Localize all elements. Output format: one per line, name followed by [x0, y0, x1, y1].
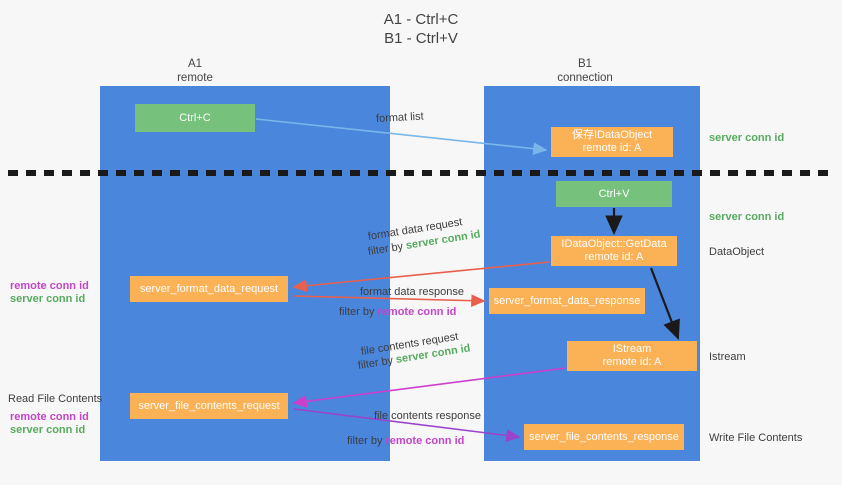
node-idataobject-getdata-sublabel: remote id: A [584, 251, 644, 263]
column-header-a1-name: A1 [187, 58, 203, 70]
node-save-idataobject[interactable]: 保存IDataObject remote id: A [551, 127, 673, 157]
left-label-server-conn-id-2: server conn id [10, 424, 86, 436]
node-server-format-data-request[interactable]: server_format_data_request [130, 276, 288, 302]
node-idataobject-getdata[interactable]: IDataObject::GetData remote id: A [551, 236, 677, 266]
node-server-file-contents-response-label: server_file_contents_response [529, 430, 679, 443]
left-label-remote-conn-id-1: remote conn id [10, 280, 89, 292]
left-label-remote-conn-id-2: remote conn id [10, 411, 89, 423]
edge-label-format-list: format list [375, 110, 424, 125]
node-server-file-contents-request[interactable]: server_file_contents_request [130, 393, 288, 419]
node-server-format-data-response[interactable]: server_format_data_response [489, 288, 645, 314]
title-line-2: B1 - Ctrl+V [384, 30, 458, 47]
page-title: A1 - Ctrl+C B1 - Ctrl+V [0, 10, 842, 48]
edge-label-file-contents-response: file contents response [374, 410, 482, 422]
node-ctrl-c-label: Ctrl+C [179, 111, 211, 124]
right-label-dataobject: DataObject [709, 246, 765, 258]
node-server-file-contents-request-label: server_file_contents_request [138, 399, 280, 412]
column-header-b1: B1 connection [520, 57, 650, 85]
node-istream-label: IStream [612, 343, 652, 355]
node-save-idataobject-sublabel: remote id: A [582, 142, 642, 154]
column-header-b1-sub: connection [557, 72, 613, 84]
node-ctrl-v-label: Ctrl+V [598, 187, 630, 200]
node-server-format-data-request-label: server_format_data_request [139, 282, 279, 295]
node-istream-sublabel: remote id: A [602, 356, 662, 368]
filter-prefix-2: filter by [339, 306, 378, 318]
right-label-server-conn-id-mid: server conn id [709, 211, 785, 223]
title-line-1: A1 - Ctrl+C [383, 11, 459, 28]
node-ctrl-c[interactable]: Ctrl+C [135, 104, 255, 132]
right-label-server-conn-id-top: server conn id [709, 132, 785, 144]
left-label-read-file-contents: Read File Contents [8, 393, 103, 405]
node-save-idataobject-label: 保存IDataObject [571, 129, 653, 141]
edge-label-file-contents-response-filter: filter by remote conn id [347, 434, 464, 448]
filter-key-remote-conn-id-1: remote conn id [377, 306, 457, 318]
filter-prefix-4: filter by [347, 435, 386, 447]
node-server-file-contents-response[interactable]: server_file_contents_response [524, 424, 684, 450]
node-idataobject-getdata-label: IDataObject::GetData [561, 238, 667, 250]
node-ctrl-v[interactable]: Ctrl+V [556, 181, 672, 207]
column-header-a1-sub: remote [177, 72, 213, 84]
node-server-format-data-response-label: server_format_data_response [493, 294, 641, 307]
edge-label-format-data-response: format data response [360, 286, 464, 298]
right-label-write-file-contents: Write File Contents [709, 432, 803, 444]
edge-label-format-data-response-filter: filter by remote conn id [339, 305, 456, 319]
column-header-b1-name: B1 [577, 58, 593, 70]
left-label-server-conn-id-1: server conn id [10, 293, 86, 305]
column-header-a1: A1 remote [130, 57, 260, 85]
node-istream[interactable]: IStream remote id: A [567, 341, 697, 371]
right-label-istream: Istream [709, 351, 746, 363]
filter-key-remote-conn-id-2: remote conn id [385, 435, 465, 447]
